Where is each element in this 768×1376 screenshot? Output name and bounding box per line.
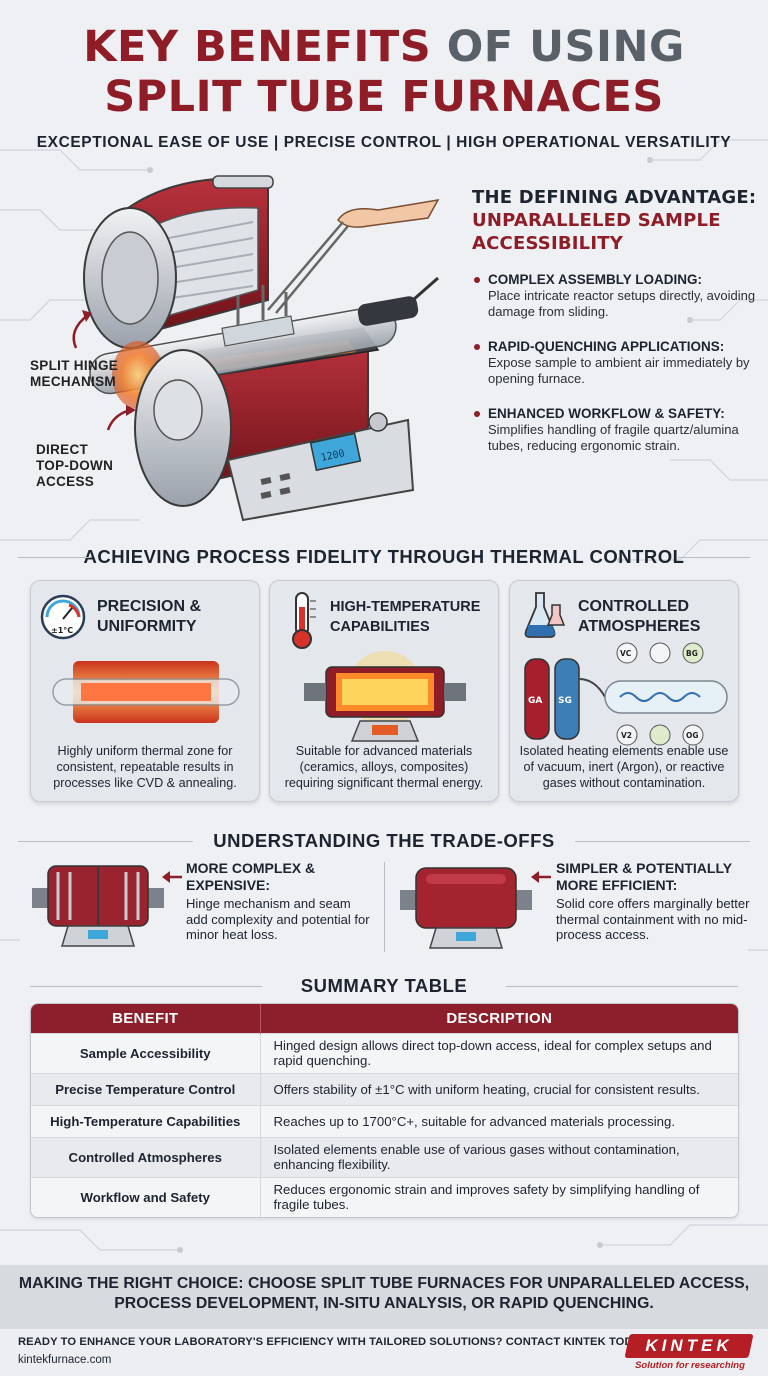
choice-line-1: MAKING THE RIGHT CHOICE: CHOOSE SPLIT TU… (18, 1275, 750, 1292)
tradeoff-text: Solid core offers marginally better ther… (556, 896, 750, 942)
process-section-title: ACHIEVING PROCESS FIDELITY THROUGH THERM… (0, 546, 768, 568)
cell-description: Isolated elements enable use of various … (260, 1136, 738, 1177)
tradeoff-heading: MORE COMPLEX & EXPENSIVE: (186, 860, 316, 893)
page-title: KEY BENEFITS OF USING (0, 22, 768, 72)
gas-label: VC (620, 649, 632, 658)
title-line-2: SPLIT TUBE FURNACES (104, 72, 664, 122)
solid-furnace-icon (400, 867, 532, 949)
cell-benefit: Controlled Atmospheres (31, 1136, 261, 1177)
list-item: ENHANCED WORKFLOW & SAFETY: Simplifies h… (472, 405, 762, 454)
card-text: Isolated heating elements enable use of … (519, 744, 729, 790)
table-row: Controlled Atmospheres Isolated elements… (31, 1136, 738, 1177)
gas-label: V2 (621, 731, 632, 740)
footer-website-link[interactable]: kintekfurnace.com (18, 1354, 112, 1366)
advantage-subheading: UNPARALLELED SAMPLE ACCESSIBILITY (472, 210, 721, 254)
table-row: Precise Temperature Control Offers stabi… (31, 1072, 738, 1105)
cell-benefit: Workflow and Safety (31, 1176, 261, 1217)
summary-table: BENEFIT DESCRIPTION Sample Accessibility… (30, 1003, 739, 1218)
bullet-heading: COMPLEX ASSEMBLY LOADING: (488, 272, 703, 287)
card-heading: CONTROLLED ATMOSPHERES (578, 598, 701, 635)
summary-title-text: SUMMARY TABLE (300, 975, 468, 996)
choice-banner: MAKING THE RIGHT CHOICE: CHOOSE SPLIT TU… (0, 1265, 768, 1329)
bullet-text: Simplifies handling of fragile quartz/al… (488, 422, 739, 453)
column-header-description: DESCRIPTION (260, 1004, 738, 1033)
cell-description: Offers stability of ±1°C with uniform he… (260, 1072, 738, 1105)
divider (384, 862, 385, 952)
choice-line-2: PROCESS DEVELOPMENT, IN-SITU ANALYSIS, O… (114, 1295, 654, 1312)
logo-text: KINTEK (645, 1336, 733, 1355)
gauge-icon: ±1°C (40, 594, 86, 640)
table-row: Workflow and Safety Reduces ergonomic st… (31, 1176, 738, 1217)
gas-label: BG (686, 649, 698, 658)
summary-section-title: SUMMARY TABLE (0, 975, 768, 997)
card-text: Suitable for advanced materials (ceramic… (284, 744, 484, 790)
title-part-1: KEY BENEFITS (83, 22, 432, 72)
cell-benefit: Sample Accessibility (31, 1032, 261, 1073)
footer: READY TO ENHANCE YOUR LABORATORY'S EFFIC… (0, 1329, 768, 1376)
callout-split-hinge: SPLIT HINGE MECHANISM (30, 358, 119, 389)
tradeoff-heading: SIMPLER & POTENTIALLY MORE EFFICIENT: (556, 860, 732, 893)
tradeoff-split: MORE COMPLEX & EXPENSIVE: Hinge mechanis… (186, 860, 376, 943)
card-heading: PRECISION & UNIFORMITY (97, 598, 202, 635)
split-furnace-icon (32, 865, 164, 947)
cell-benefit: Precise Temperature Control (31, 1072, 261, 1105)
advantage-list: COMPLEX ASSEMBLY LOADING: Place intricat… (472, 271, 762, 454)
furnace-display-readout: 1200 (320, 448, 346, 464)
thermometer-icon (292, 592, 316, 649)
process-title-text: ACHIEVING PROCESS FIDELITY THROUGH THERM… (83, 546, 685, 567)
card-controlled-atmospheres: CONTROLLED ATMOSPHERES GA SG VC BG V2 OG… (509, 580, 739, 802)
logo-tagline: Solution for researching (635, 1360, 745, 1371)
column-header-benefit: BENEFIT (31, 1004, 261, 1033)
table-row: Sample Accessibility Hinged design allow… (31, 1032, 738, 1073)
list-item: COMPLEX ASSEMBLY LOADING: Place intricat… (472, 271, 762, 320)
cell-benefit: High-Temperature Capabilities (31, 1104, 261, 1137)
card-precision-uniformity: ±1°C PRECISION & UNIFORMITY Highly unifo… (30, 580, 260, 802)
table-header-row: BENEFIT DESCRIPTION (31, 1004, 738, 1033)
card-high-temperature: HIGH-TEMPERATURE CAPABILITIES Suitable f… (269, 580, 499, 802)
callout-top-down-access: DIRECT TOP-DOWN ACCESS (36, 442, 114, 489)
kintek-logo[interactable]: KINTEK (624, 1334, 754, 1358)
gas-label: OG (686, 731, 699, 740)
list-item: RAPID-QUENCHING APPLICATIONS: Expose sam… (472, 338, 762, 387)
tradeoff-text: Hinge mechanism and seam add complexity … (186, 896, 370, 942)
card-text: Highly uniform thermal zone for consiste… (53, 744, 237, 790)
bullet-heading: ENHANCED WORKFLOW & SAFETY: (488, 406, 725, 421)
flask-icon (524, 592, 566, 638)
card-heading: HIGH-TEMPERATURE CAPABILITIES (330, 599, 481, 635)
glowing-furnace-icon (304, 651, 466, 742)
bullet-heading: RAPID-QUENCHING APPLICATIONS: (488, 339, 725, 354)
subtitle: EXCEPTIONAL EASE OF USE | PRECISE CONTRO… (36, 134, 732, 151)
defining-advantage: THE DEFINING ADVANTAGE: UNPARALLELED SAM… (472, 186, 762, 472)
header: KEY BENEFITS OF USING SPLIT TUBE FURNACE… (0, 22, 768, 152)
tradeoffs-section-title: UNDERSTANDING THE TRADE-OFFS (0, 830, 768, 852)
bullet-text: Expose sample to ambient air immediately… (488, 355, 750, 386)
bullet-text: Place intricate reactor setups directly,… (488, 288, 756, 319)
cell-description: Reaches up to 1700°C+, suitable for adva… (260, 1104, 738, 1137)
cell-description: Hinged design allows direct top-down acc… (260, 1032, 738, 1073)
arrow-left-icon (531, 871, 551, 883)
table-row: High-Temperature Capabilities Reaches up… (31, 1104, 738, 1137)
heated-tube-icon (52, 661, 240, 723)
split-tube-furnace-illustration: 1200 (72, 175, 440, 522)
title-part-2: OF USING (446, 22, 685, 72)
advantage-heading: THE DEFINING ADVANTAGE: (472, 187, 757, 208)
cylinder-label: SG (558, 696, 572, 706)
tradeoff-solid: SIMPLER & POTENTIALLY MORE EFFICIENT: So… (556, 860, 756, 943)
arrow-left-icon (162, 871, 182, 883)
footer-cta[interactable]: READY TO ENHANCE YOUR LABORATORY'S EFFIC… (18, 1336, 652, 1348)
gauge-label: ±1°C (51, 626, 73, 635)
cell-description: Reduces ergonomic strain and improves sa… (260, 1176, 738, 1217)
tradeoffs-title-text: UNDERSTANDING THE TRADE-OFFS (213, 830, 555, 851)
cylinder-label: GA (528, 696, 542, 706)
gas-supply-icon: GA SG VC BG V2 OG (524, 642, 728, 746)
